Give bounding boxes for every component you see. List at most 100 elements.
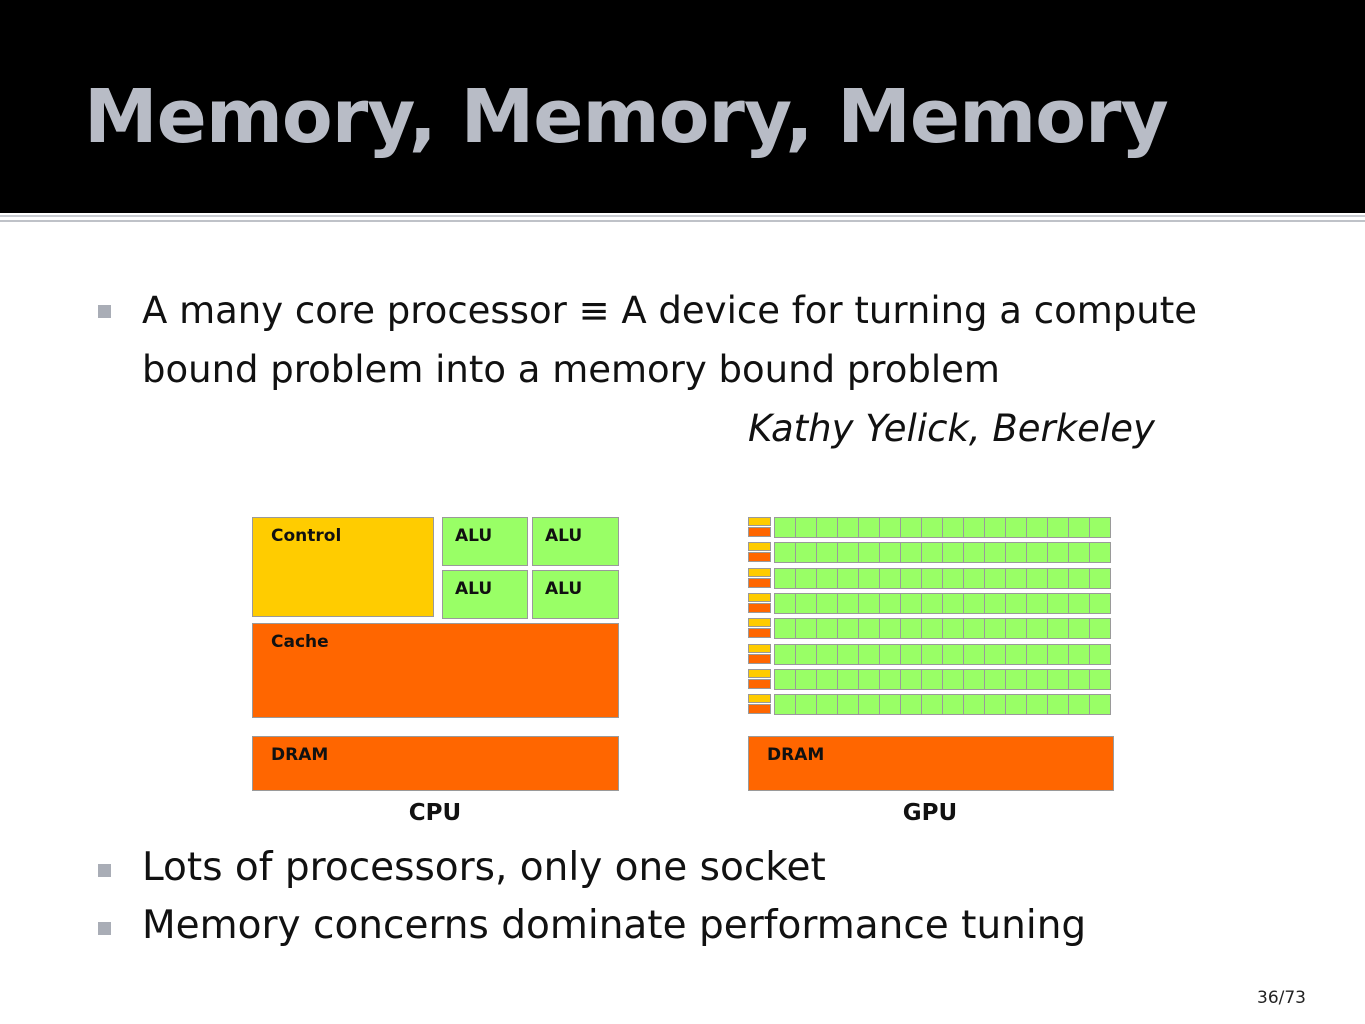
cpu-alu-block: ALU <box>442 570 528 619</box>
gpu-alu-cell <box>1089 643 1111 665</box>
gpu-alu-cell <box>963 542 985 564</box>
gpu-alu-cell <box>795 668 817 690</box>
gpu-alu-cell <box>942 618 964 640</box>
gpu-caption: GPU <box>902 800 958 826</box>
gpu-alu-cell <box>837 592 859 614</box>
gpu-alu-cell <box>858 542 880 564</box>
bullet-text: Lots of processors, only one socket <box>142 845 826 890</box>
cpu-control-label: Control <box>271 526 342 546</box>
gpu-alu-cell <box>1005 694 1027 716</box>
gpu-alu-cell <box>900 694 922 716</box>
gpu-alu-cell <box>1026 618 1048 640</box>
title-rule <box>0 215 1365 217</box>
bullet-text: Memory concerns dominate performance tun… <box>142 903 1087 948</box>
cpu-dram-label: DRAM <box>271 745 329 765</box>
bullet-marker <box>98 922 111 935</box>
gpu-alu-cell <box>879 517 901 538</box>
gpu-alu-cell <box>984 542 1006 564</box>
gpu-alu-cell <box>963 567 985 589</box>
gpu-alu-cell <box>837 694 859 716</box>
gpu-alu-cell <box>1089 517 1111 538</box>
bullet-marker <box>98 305 111 318</box>
gpu-alu-cell <box>1089 618 1111 640</box>
gpu-alu-cell <box>837 542 859 564</box>
gpu-alu-cell <box>879 592 901 614</box>
slide-title: Memory, Memory, Memory <box>84 74 1169 160</box>
gpu-alu-cell <box>984 618 1006 640</box>
gpu-alu-cell <box>837 668 859 690</box>
gpu-cache-cell <box>748 678 771 689</box>
gpu-alu-cell <box>879 694 901 716</box>
gpu-alu-cell <box>795 643 817 665</box>
gpu-alu-cell <box>837 643 859 665</box>
gpu-alu-cell <box>1047 567 1069 589</box>
gpu-alu-cell <box>1047 517 1069 538</box>
gpu-alu-cell <box>795 517 817 538</box>
title-rule-secondary <box>0 220 1365 222</box>
gpu-alu-cell <box>816 694 838 716</box>
gpu-alu-cell <box>774 668 796 690</box>
gpu-alu-cell <box>858 668 880 690</box>
gpu-alu-cell <box>963 668 985 690</box>
gpu-alu-cell <box>774 618 796 640</box>
gpu-alu-cell <box>921 643 943 665</box>
gpu-alu-cell <box>1047 668 1069 690</box>
gpu-alu-cell <box>1089 567 1111 589</box>
gpu-alu-cell <box>1089 542 1111 564</box>
gpu-alu-cell <box>984 668 1006 690</box>
gpu-alu-cell <box>879 668 901 690</box>
cpu-alu-block: ALU <box>532 517 619 566</box>
cpu-alu-label: ALU <box>455 526 493 546</box>
gpu-alu-cell <box>774 592 796 614</box>
gpu-alu-cell <box>942 643 964 665</box>
gpu-alu-cell <box>858 517 880 538</box>
cpu-alu-label: ALU <box>545 526 583 546</box>
gpu-alu-cell <box>900 542 922 564</box>
gpu-alu-cell <box>963 618 985 640</box>
cpu-alu-label: ALU <box>455 579 493 599</box>
gpu-alu-cell <box>900 567 922 589</box>
gpu-alu-cell <box>921 592 943 614</box>
gpu-control-cell <box>748 517 771 526</box>
gpu-alu-cell <box>963 592 985 614</box>
gpu-alu-cell <box>921 542 943 564</box>
quote-attribution: Kathy Yelick, Berkeley <box>748 407 1155 450</box>
gpu-alu-cell <box>795 592 817 614</box>
gpu-alu-cell <box>1005 643 1027 665</box>
gpu-alu-cell <box>858 567 880 589</box>
gpu-alu-cell <box>963 517 985 538</box>
gpu-alu-cell <box>816 592 838 614</box>
gpu-alu-cell <box>1068 517 1090 538</box>
gpu-alu-cell <box>837 517 859 538</box>
gpu-cache-cell <box>748 552 771 563</box>
gpu-alu-cell <box>1068 567 1090 589</box>
gpu-alu-cell <box>1089 694 1111 716</box>
gpu-alu-cell <box>1026 567 1048 589</box>
gpu-control-cell <box>748 694 771 704</box>
gpu-alu-cell <box>1068 542 1090 564</box>
gpu-dram-block: DRAM <box>748 736 1114 791</box>
gpu-alu-cell <box>1089 592 1111 614</box>
cpu-cache-block: Cache <box>252 623 619 718</box>
gpu-alu-cell <box>1026 542 1048 564</box>
gpu-alu-cell <box>963 643 985 665</box>
gpu-alu-cell <box>921 517 943 538</box>
gpu-dram-label: DRAM <box>767 745 825 765</box>
gpu-alu-cell <box>900 668 922 690</box>
gpu-alu-cell <box>921 567 943 589</box>
gpu-alu-cell <box>1005 542 1027 564</box>
gpu-alu-cell <box>816 542 838 564</box>
gpu-alu-cell <box>1047 694 1069 716</box>
gpu-alu-cell <box>816 567 838 589</box>
gpu-alu-cell <box>963 694 985 716</box>
gpu-alu-cell <box>816 517 838 538</box>
gpu-alu-cell <box>774 694 796 716</box>
gpu-alu-cell <box>774 567 796 589</box>
gpu-alu-cell <box>942 567 964 589</box>
gpu-alu-cell <box>921 618 943 640</box>
gpu-alu-cell <box>1068 694 1090 716</box>
gpu-alu-cell <box>984 694 1006 716</box>
gpu-alu-cell <box>942 694 964 716</box>
gpu-alu-cell <box>795 567 817 589</box>
gpu-alu-cell <box>1026 643 1048 665</box>
